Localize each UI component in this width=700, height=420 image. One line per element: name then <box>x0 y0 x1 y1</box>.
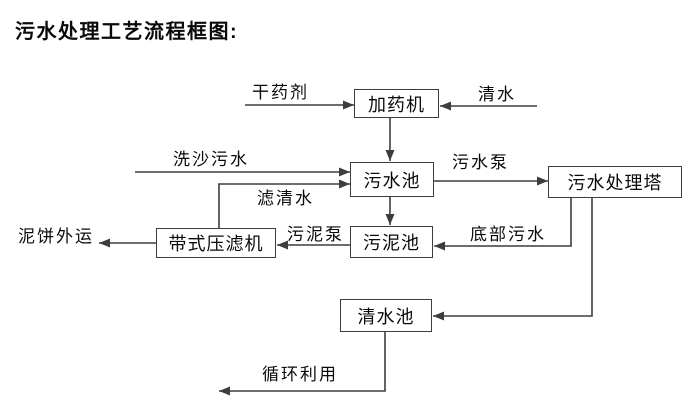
label-bottom-sewage: 底部污水 <box>470 225 546 244</box>
label-sand-washing-sewage: 洗沙污水 <box>173 150 249 169</box>
node-clean-water-pool: 清水池 <box>340 299 432 332</box>
arrow-tower-to-clean-water-pool <box>433 198 593 321</box>
label-clean-water: 清水 <box>478 85 516 104</box>
label-filtered-water: 滤清水 <box>257 189 314 208</box>
page-title: 污水处理工艺流程框图: <box>15 21 239 43</box>
node-dosing-machine: 加药机 <box>354 89 439 118</box>
node-treatment-tower: 污水处理塔 <box>548 166 682 198</box>
node-sewage-pool: 污水池 <box>350 162 434 197</box>
label-dry-agent: 干药剂 <box>252 83 309 102</box>
label-mud-cake-out: 泥饼外运 <box>18 227 94 246</box>
label-sewage-pump: 污水泵 <box>452 153 509 172</box>
node-belt-filter-press: 带式压滤机 <box>156 228 276 258</box>
label-sludge-pump: 污泥泵 <box>287 225 344 244</box>
node-sludge-pool: 污泥池 <box>350 226 433 258</box>
label-recycle-use: 循环利用 <box>262 365 338 384</box>
